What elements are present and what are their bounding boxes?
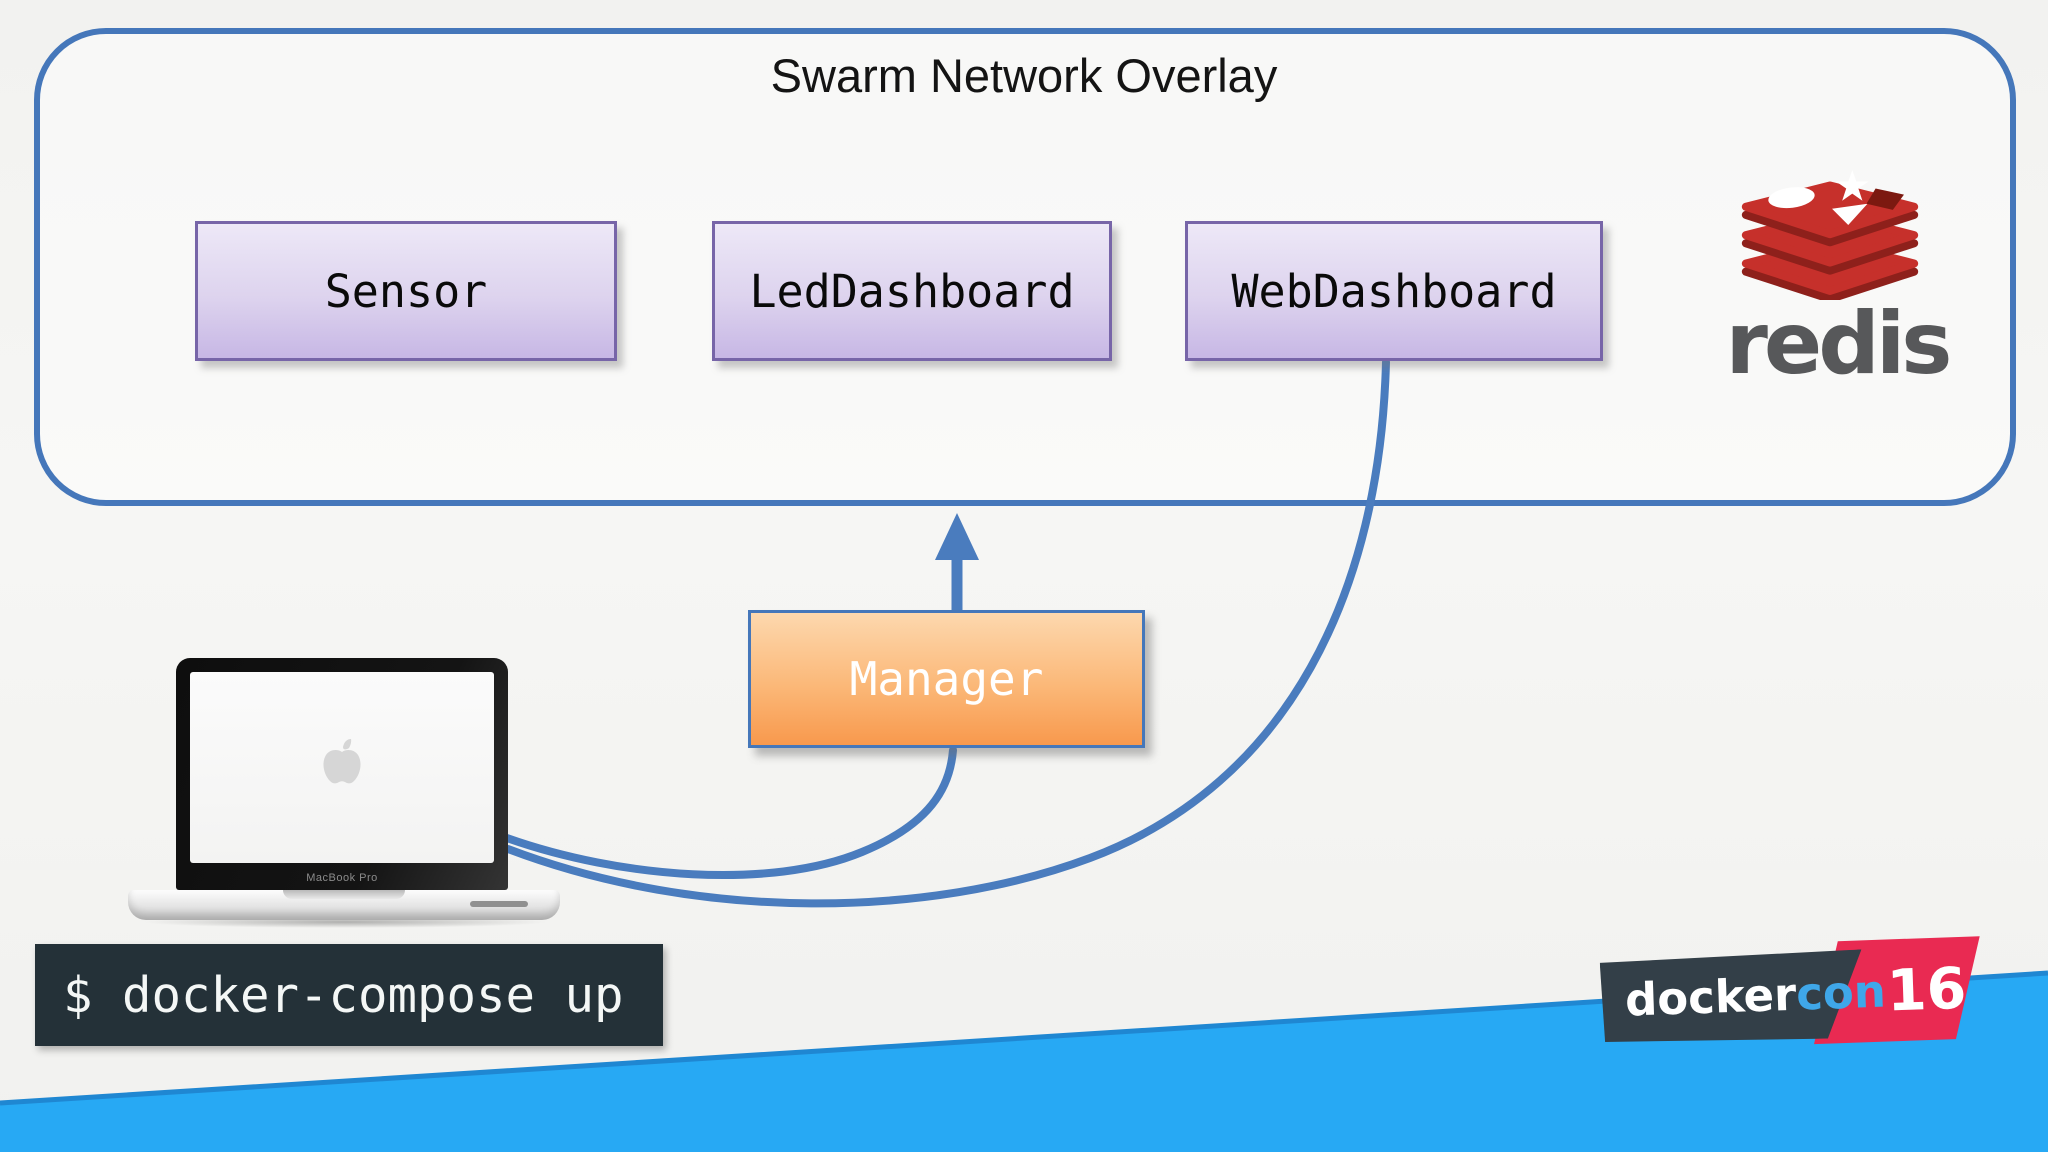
redis-wordmark: redis — [1725, 294, 1953, 394]
laptop-base-vent — [470, 901, 528, 907]
manager-box: Manager — [748, 610, 1145, 748]
terminal-command: $ docker-compose up — [63, 966, 624, 1024]
laptop-display — [190, 672, 494, 863]
dockercon-wordmark: dockercon — [1624, 965, 1887, 1027]
up-arrow-icon — [935, 513, 979, 560]
overlay-title: Swarm Network Overlay — [770, 49, 1278, 102]
redis-logo-icon — [1741, 170, 1919, 300]
laptop-model-label: MacBook Pro — [306, 872, 378, 884]
dockercon-badge: dockercon 16 — [1600, 936, 1980, 1047]
service-label: LedDashboard — [749, 264, 1075, 318]
laptop-base — [128, 890, 560, 920]
dockercon-word-con: con — [1795, 964, 1887, 1021]
laptop-base-notch — [283, 890, 405, 899]
service-label: Sensor — [324, 264, 488, 318]
redis-logo: redis — [1672, 146, 2002, 398]
manager-label: Manager — [849, 652, 1044, 706]
service-box-leddashboard: LedDashboard — [712, 221, 1112, 361]
laptop-to-webdashboard-connector — [504, 358, 1390, 908]
laptop-screen: MacBook Pro — [176, 658, 508, 890]
terminal-command-box: $ docker-compose up — [35, 944, 663, 1046]
dockercon-year: 16 — [1885, 955, 1968, 1025]
dockercon-word-docker: docker — [1624, 967, 1798, 1027]
apple-logo-icon — [323, 738, 361, 783]
service-label: WebDashboard — [1231, 264, 1557, 318]
laptop-to-manager-connector — [503, 746, 957, 880]
service-box-sensor: Sensor — [195, 221, 617, 361]
service-box-webdashboard: WebDashboard — [1185, 221, 1603, 361]
